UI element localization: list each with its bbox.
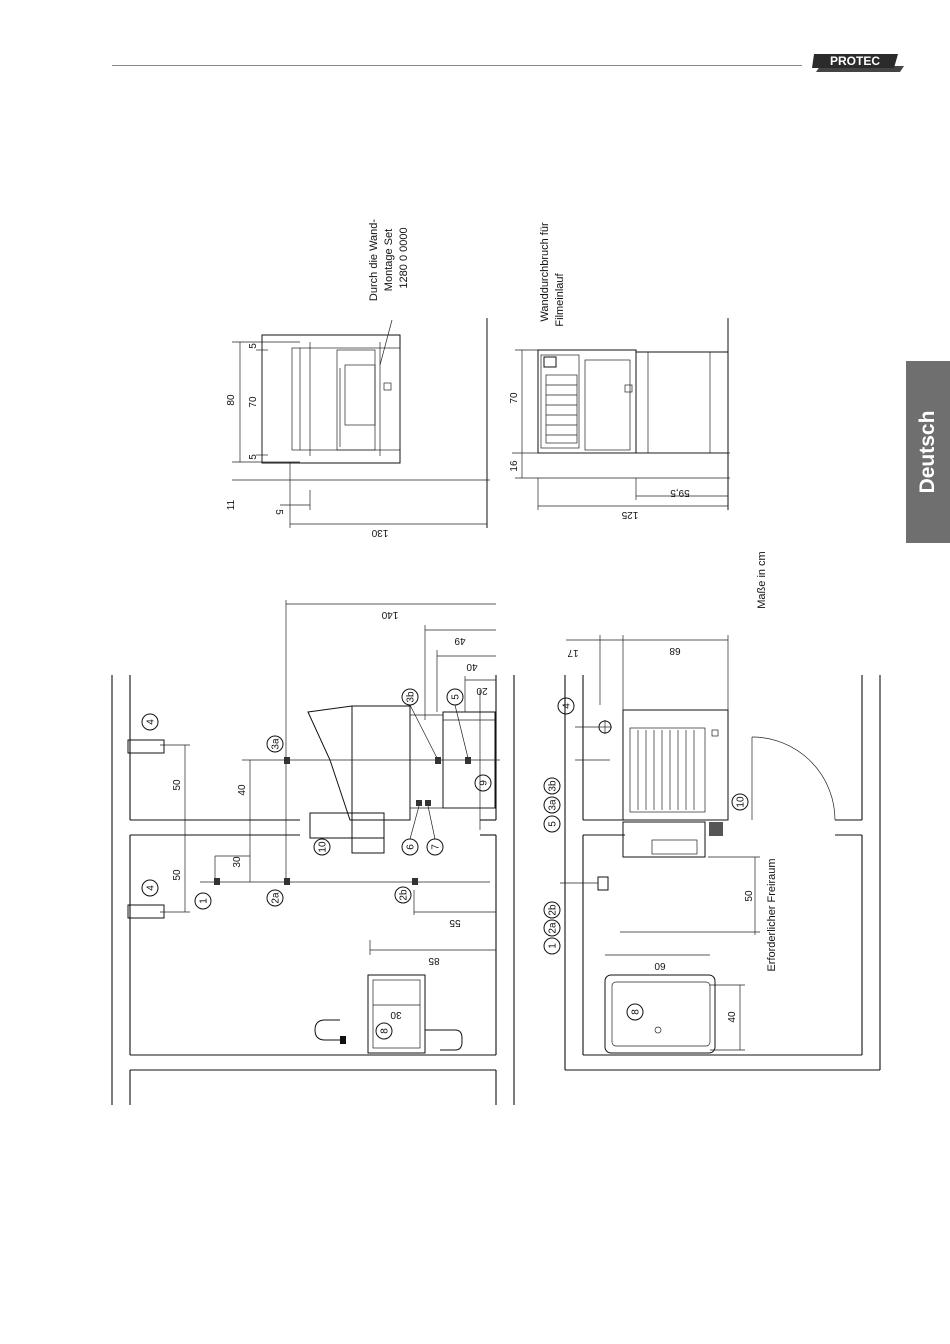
dim-59-5: 59,5: [670, 487, 690, 498]
dim-5-bottom: 5: [248, 454, 259, 460]
dim-49: 49: [454, 635, 466, 646]
svg-text:3a: 3a: [271, 738, 282, 750]
svg-text:6: 6: [406, 844, 417, 850]
svg-text:8: 8: [631, 1009, 642, 1015]
callout-8-right: 8: [627, 1004, 643, 1020]
dim-30-sink: 30: [390, 1009, 402, 1020]
callout-2b-right: 2b: [544, 902, 560, 918]
wall-mount-label-3: 1280 0 0000: [398, 227, 410, 288]
dim-80: 80: [226, 394, 237, 406]
callout-10-right: 10: [732, 794, 748, 810]
dim-70-top: 70: [248, 396, 259, 408]
svg-text:4: 4: [562, 703, 573, 709]
svg-text:5: 5: [451, 694, 462, 700]
callout-3a-right: 3a: [544, 797, 560, 813]
svg-text:7: 7: [431, 844, 442, 850]
dim-5-side: 5: [273, 509, 284, 515]
svg-text:3a: 3a: [548, 799, 559, 811]
wall-mount-label-1: Durch die Wand-: [368, 219, 380, 301]
callout-3b-right: 3b: [544, 778, 560, 794]
dim-40-left: 40: [237, 784, 248, 796]
callout-7: 7: [427, 839, 443, 855]
svg-text:9: 9: [479, 780, 490, 786]
dim-30-left: 30: [232, 856, 243, 868]
dim-11: 11: [226, 499, 237, 510]
dim-50-right: 50: [744, 890, 755, 902]
callout-10: 10: [314, 839, 330, 855]
svg-text:2b: 2b: [399, 889, 410, 901]
svg-text:1: 1: [548, 943, 559, 949]
svg-text:2a: 2a: [271, 892, 282, 904]
dim-130: 130: [371, 527, 388, 538]
callout-9: 9: [475, 775, 491, 791]
dim-5-top: 5: [248, 343, 259, 349]
wall-opening-label-1: Wanddurchbruch für: [539, 222, 551, 322]
svg-text:3b: 3b: [548, 780, 559, 792]
dim-20: 20: [476, 685, 488, 696]
floor-plan-left: [112, 600, 514, 1105]
svg-text:2b: 2b: [548, 904, 559, 916]
dim-60: 60: [654, 960, 666, 971]
wall-mount-label-2: Montage Set: [383, 229, 395, 291]
clearance-label: Erforderlicher Freiraum: [766, 858, 778, 971]
callout-1: 1: [195, 893, 211, 909]
callout-6: 6: [402, 839, 418, 855]
callout-4-lower: 4: [142, 880, 158, 896]
callout-2b: 2b: [395, 887, 411, 903]
elevation-wall-opening: [512, 318, 730, 510]
dim-40-right: 40: [727, 1011, 738, 1023]
svg-text:4: 4: [146, 719, 157, 725]
dim-68: 68: [669, 645, 681, 656]
dim-140: 140: [381, 609, 398, 620]
svg-text:10: 10: [736, 796, 747, 808]
callout-2a: 2a: [267, 890, 283, 906]
svg-text:4: 4: [146, 885, 157, 891]
dim-16: 16: [509, 460, 520, 472]
callout-1-right: 1: [544, 938, 560, 954]
dim-125: 125: [621, 509, 638, 520]
callout-4-upper: 4: [142, 714, 158, 730]
dim-55: 55: [449, 917, 461, 928]
svg-text:1: 1: [199, 898, 210, 904]
units-label: Maße in cm: [756, 551, 768, 608]
dim-50-lower: 50: [172, 869, 183, 881]
floor-plan-right: [560, 635, 880, 1070]
dim-50-upper: 50: [172, 779, 183, 791]
callout-5-right: 5: [544, 816, 560, 832]
dim-17: 17: [567, 647, 579, 658]
callout-5: 5: [447, 689, 463, 705]
svg-text:5: 5: [548, 821, 559, 827]
callout-3a: 3a: [267, 736, 283, 752]
callout-4-right: 4: [558, 698, 574, 714]
svg-text:8: 8: [380, 1028, 391, 1034]
svg-text:2a: 2a: [548, 922, 559, 934]
callout-2a-right: 2a: [544, 920, 560, 936]
svg-text:10: 10: [318, 841, 329, 853]
dim-70-right: 70: [509, 392, 520, 404]
callout-8: 8: [376, 1023, 392, 1039]
svg-text:3b: 3b: [406, 691, 417, 703]
wall-opening-label-2: Filmeinlauf: [554, 272, 566, 326]
callout-3b: 3b: [402, 689, 418, 705]
dim-85: 85: [428, 955, 440, 966]
elevation-wall-mount: [232, 318, 490, 528]
dim-40-top: 40: [466, 661, 478, 672]
